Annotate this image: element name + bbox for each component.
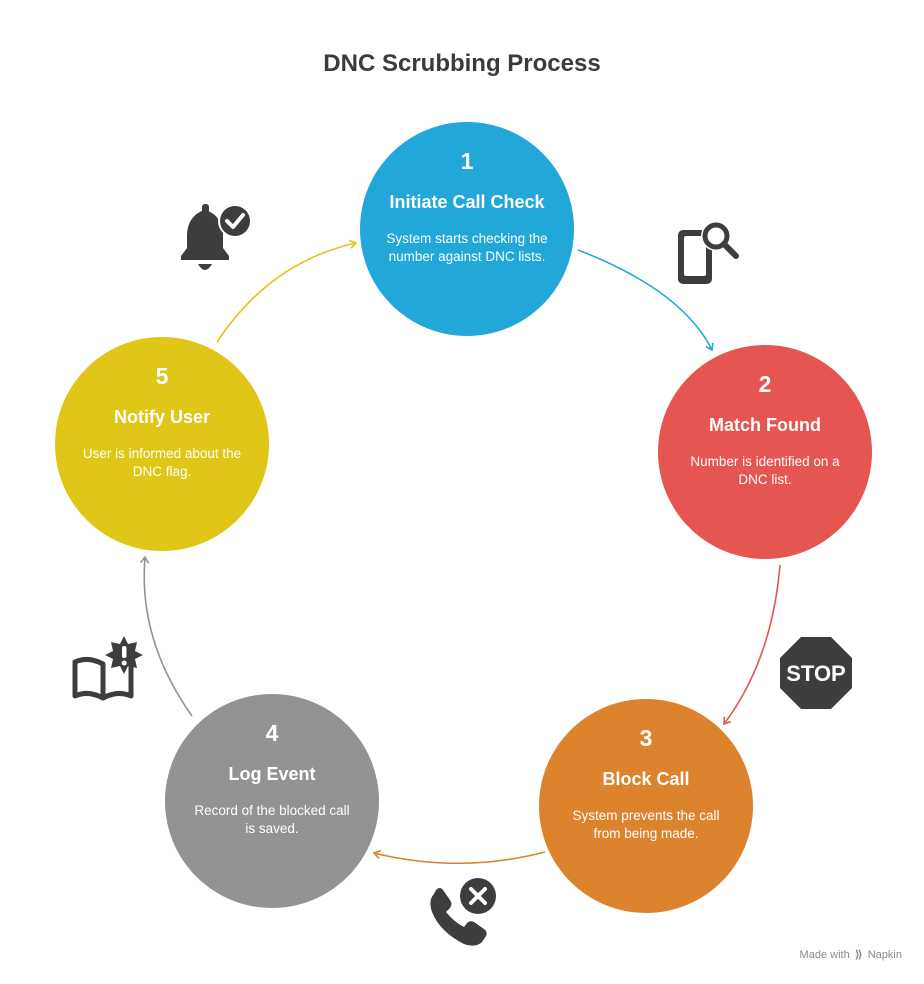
arrow-3-to-4 bbox=[372, 849, 546, 865]
step-title: Match Found bbox=[709, 415, 821, 435]
step-5-circle: 5 Notify User User is informed about the… bbox=[55, 337, 269, 551]
step-description: User is informed about the DNC flag. bbox=[82, 446, 242, 479]
step-description: Record of the blocked call is saved. bbox=[194, 803, 350, 836]
arrow-2-to-3 bbox=[723, 564, 781, 726]
step-1-circle: 1 Initiate Call Check System starts chec… bbox=[360, 122, 574, 336]
step-4-circle: 4 Log Event Record of the blocked call i… bbox=[165, 694, 379, 908]
step-title: Block Call bbox=[602, 769, 690, 789]
made-with-credit: Made with ⟫ Napkin bbox=[800, 948, 902, 961]
step-title: Log Event bbox=[228, 764, 316, 784]
step-3-circle: 3 Block Call System prevents the call fr… bbox=[539, 699, 753, 913]
bell-check-icon bbox=[181, 204, 252, 270]
step-title: Initiate Call Check bbox=[389, 192, 545, 212]
step-description: System starts checking the number agains… bbox=[386, 231, 548, 264]
napkin-logo-icon: ⟫ bbox=[854, 949, 863, 961]
arrow-1-to-2 bbox=[577, 249, 714, 352]
step-number: 1 bbox=[460, 148, 474, 174]
svg-text:STOP: STOP bbox=[786, 661, 846, 686]
phone-search-icon bbox=[678, 221, 739, 284]
step-title: Notify User bbox=[113, 407, 211, 427]
step-number: 4 bbox=[265, 720, 279, 746]
book-alert-icon bbox=[72, 636, 143, 701]
page-title: DNC Scrubbing Process bbox=[323, 50, 601, 77]
made-with-label: Made with bbox=[799, 949, 850, 961]
arrow-4-to-5 bbox=[139, 555, 193, 717]
step-description: System prevents the call from being made… bbox=[572, 808, 720, 841]
napkin-brand-label: Napkin bbox=[867, 949, 902, 961]
step-description: Number is identified on a DNC list. bbox=[690, 454, 840, 487]
step-number: 2 bbox=[758, 371, 772, 397]
step-number: 5 bbox=[155, 363, 169, 389]
call-blocked-icon bbox=[430, 878, 496, 946]
arrow-5-to-1 bbox=[216, 239, 358, 343]
step-2-circle: 2 Match Found Number is identified on a … bbox=[658, 345, 872, 559]
stop-sign-icon: STOP bbox=[780, 637, 852, 709]
step-number: 3 bbox=[639, 725, 653, 751]
